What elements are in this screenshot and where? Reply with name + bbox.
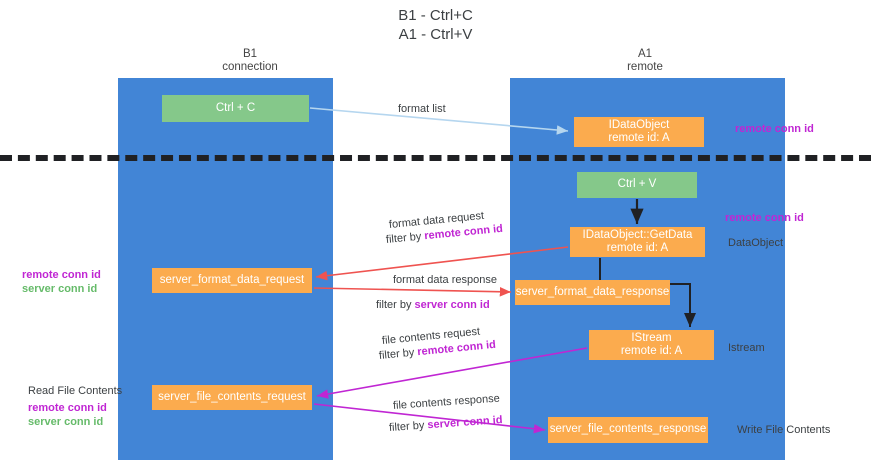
- annotation-text: remote conn id: [735, 123, 814, 135]
- annotation-remote-conn-id-mid: remote conn id: [725, 211, 804, 225]
- annotation-text: Istream: [728, 342, 765, 354]
- edge-label-format-data-response-filter: filter by server conn id: [376, 298, 490, 312]
- node-server-format-data-request[interactable]: server_format_data_request: [152, 268, 312, 293]
- filter-prefix: filter by: [385, 230, 425, 246]
- annotation-left-conn-ids-a: remote conn id server conn id: [22, 268, 101, 296]
- annotation-dataobject: DataObject: [728, 236, 783, 250]
- edge-label-format-data-response: format data response: [393, 274, 497, 286]
- node-server-file-contents-response[interactable]: server_file_contents_response: [548, 417, 708, 443]
- annotation-istream: Istream: [728, 341, 765, 355]
- edge-format-data-response: [313, 286, 512, 297]
- filter-prefix: filter by: [378, 346, 418, 362]
- node-server-format-data-response[interactable]: server_format_data_response: [515, 280, 670, 305]
- node-istream[interactable]: IStream remote id: A: [589, 330, 714, 360]
- filter-key-server-conn-id: server conn id: [414, 299, 490, 311]
- node-server-file-contents-request[interactable]: server_file_contents_request: [152, 385, 312, 410]
- filter-prefix: filter by: [388, 419, 428, 434]
- edge-label-file-contents-response: file contents response: [392, 392, 501, 412]
- node-ctrl-v[interactable]: Ctrl + V: [577, 172, 697, 198]
- annotation-left-conn-ids-b: remote conn id server conn id: [28, 401, 107, 429]
- annotation-text: Read File Contents: [28, 385, 123, 397]
- annotation-remote-conn-id: remote conn id: [28, 402, 107, 414]
- filter-key-server-conn-id: server conn id: [427, 414, 503, 432]
- page-title: B1 - Ctrl+C A1 - Ctrl+V: [398, 7, 473, 43]
- annotation-remote-conn-id-top: remote conn id: [735, 122, 814, 136]
- annotation-text: Write File Contents: [737, 424, 831, 436]
- annotation-write-file-contents: Write File Contents: [737, 423, 830, 437]
- node-ctrl-c[interactable]: Ctrl + C: [162, 95, 309, 122]
- edge-label-file-contents-response-filter: filter by server conn id: [389, 413, 503, 435]
- annotation-remote-conn-id: remote conn id: [22, 269, 101, 281]
- filter-prefix: filter by: [376, 299, 415, 311]
- annotation-server-conn-id: server conn id: [28, 416, 104, 428]
- annotation-server-conn-id: server conn id: [22, 283, 98, 295]
- column-header-b1: B1 connection: [222, 48, 278, 73]
- annotation-text: DataObject: [728, 237, 784, 249]
- column-header-a1: A1 remote: [627, 48, 663, 73]
- phase-divider: [0, 155, 871, 161]
- annotation-text: remote conn id: [725, 212, 804, 224]
- annotation-read-file-contents: Read File Contents: [28, 384, 122, 398]
- node-idataobject-getdata[interactable]: IDataObject::GetData remote id: A: [570, 227, 705, 257]
- node-idataobject[interactable]: IDataObject remote id: A: [574, 117, 704, 147]
- edge-label-format-list: format list: [398, 103, 446, 115]
